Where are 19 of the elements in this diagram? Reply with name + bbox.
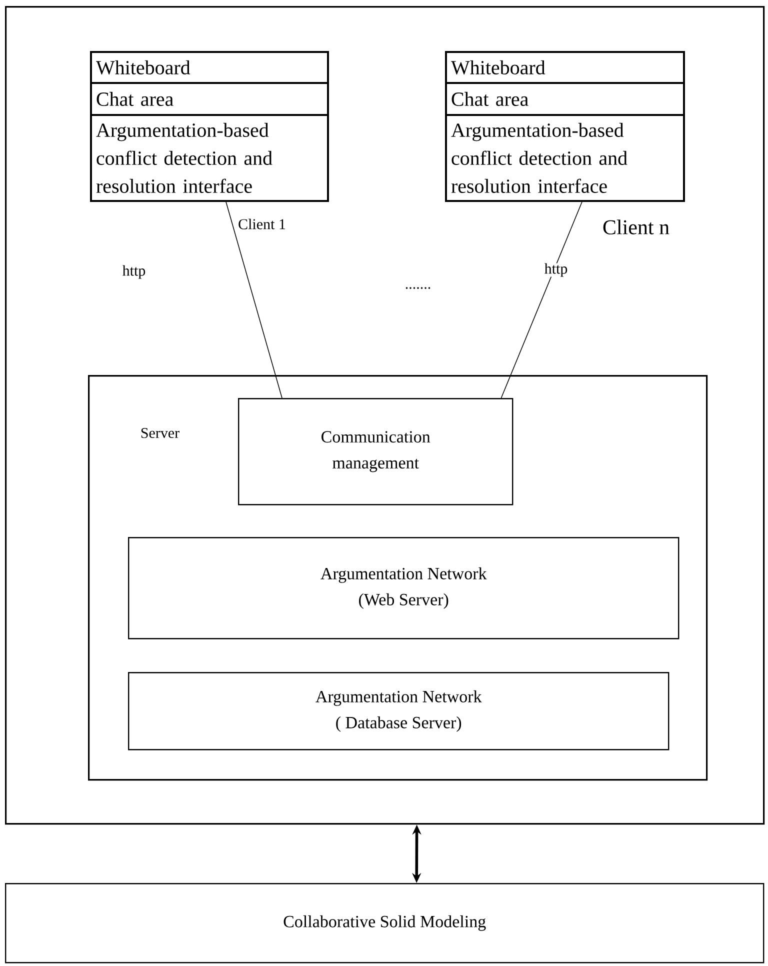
client-label: Client n (603, 220, 670, 234)
server-label: Server (141, 428, 180, 438)
panel-row: Whiteboard (445, 51, 685, 84)
panel-row: Chat area (445, 82, 685, 116)
connector-line (500, 202, 582, 398)
module-box: Argumentation Network (Web Server) (128, 537, 680, 640)
module-box: Communication management (238, 398, 514, 506)
connector-line (226, 202, 282, 398)
protocol-label: http (122, 265, 146, 279)
panel-row: Whiteboard (90, 51, 329, 84)
panel-row: Argumentation-based conflict detection and resolution interface (90, 114, 329, 202)
edge-label: http (544, 263, 568, 277)
module-box: Collaborative Solid Modeling (5, 883, 764, 964)
system-frame (5, 6, 765, 825)
panel-row: Argumentation-based conflict detection and resolution interface (445, 114, 685, 202)
client-label: Client 1 (238, 218, 286, 230)
ellipsis-dots: ....... (406, 287, 430, 289)
panel-row: Chat area (90, 82, 329, 116)
module-box: Argumentation Network ( Database Server) (128, 672, 670, 750)
